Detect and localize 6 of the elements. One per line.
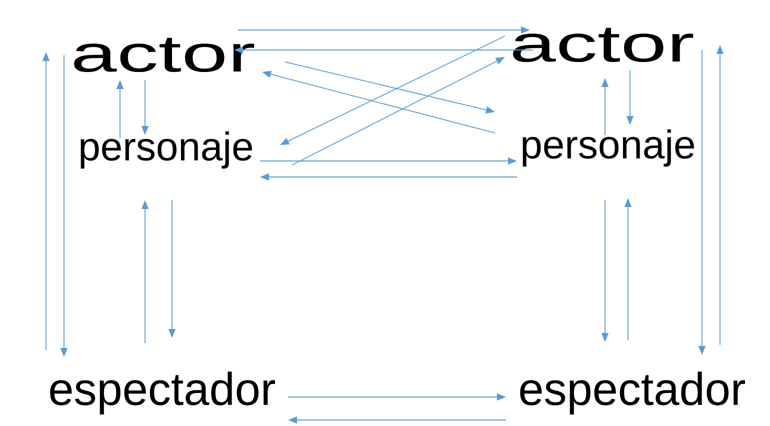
word-label: actor bbox=[74, 38, 254, 72]
word-label: espectador bbox=[520, 372, 745, 414]
word-label: personaje bbox=[522, 129, 694, 167]
word-label: actor bbox=[513, 28, 694, 62]
word-label: personaje bbox=[80, 131, 252, 169]
word-label: espectador bbox=[50, 372, 275, 414]
